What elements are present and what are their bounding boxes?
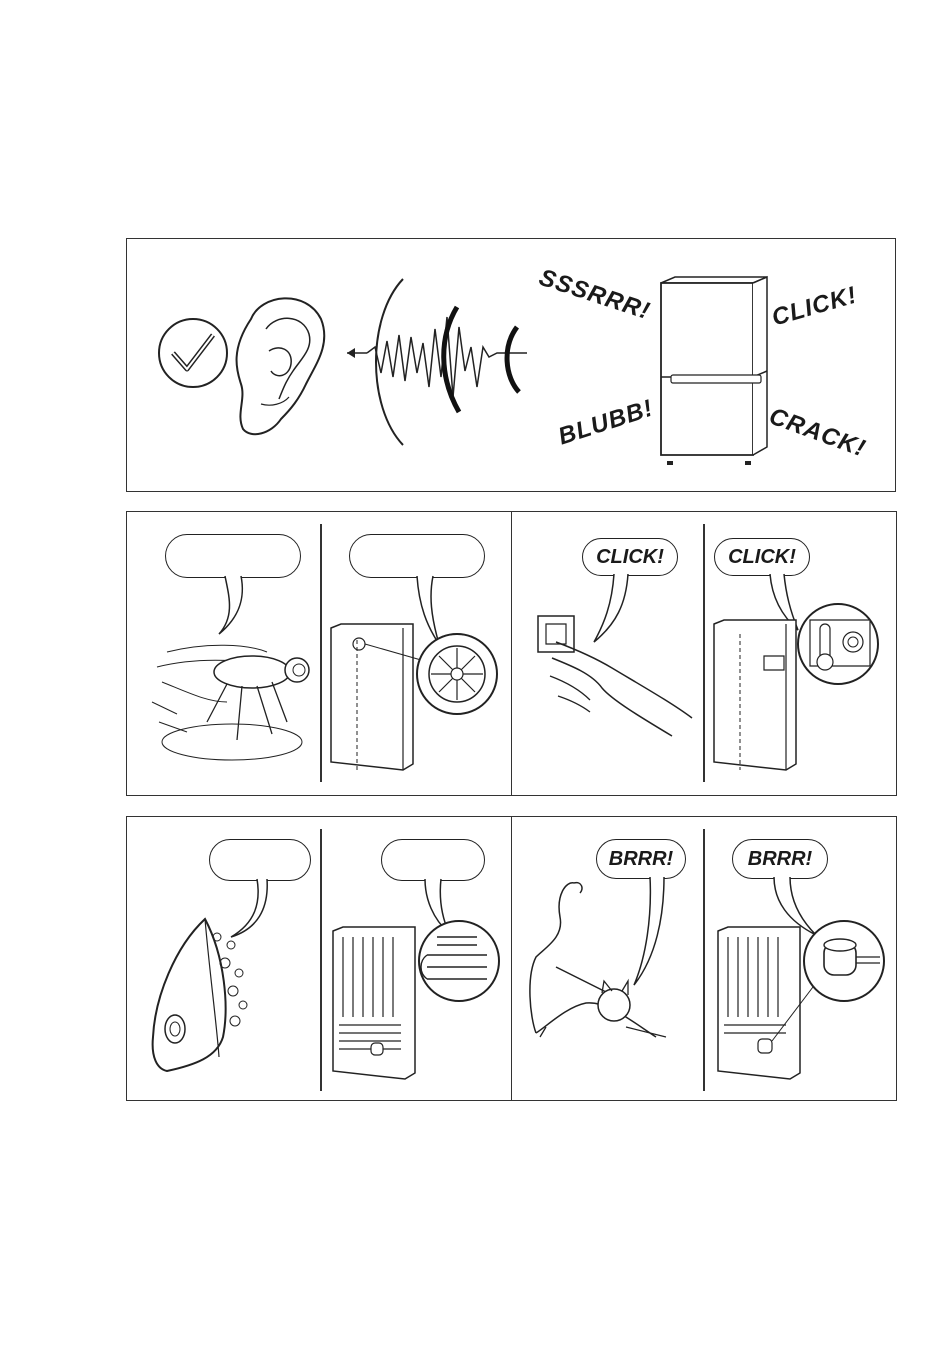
cat-speech-bubble: BRRR! — [596, 839, 686, 879]
click-sound-text: CLICK! — [769, 282, 861, 333]
row2-right-panel: CLICK! CLICK! — [511, 511, 897, 796]
fridge-icon — [657, 275, 772, 465]
divider — [320, 524, 322, 782]
checkmark-icon — [157, 317, 229, 389]
cat-icon — [526, 877, 676, 1047]
row3-left-panel — [126, 816, 512, 1101]
row3-right-panel: BRRR! BRRR! — [511, 816, 897, 1101]
normal-sounds-panel: SSSRRR! CLICK! BLUBB! CRACK! — [126, 238, 896, 492]
fridge-thermostat-icon — [708, 608, 888, 778]
ear-icon — [231, 289, 331, 444]
crack-sound-text: CRACK! — [765, 403, 869, 464]
sound-wave-icon — [347, 277, 537, 447]
thermostat-speech-bubble: CLICK! — [714, 538, 810, 576]
row2-left-panel — [126, 511, 512, 796]
hiss-sound-text: SSSRRR! — [535, 264, 653, 326]
iron-steam-icon — [145, 907, 265, 1082]
condenser-speech-bubble — [381, 839, 485, 881]
divider — [703, 829, 705, 1091]
fridge-compressor-icon — [712, 917, 892, 1087]
fridge-fan-icon — [327, 620, 507, 780]
divider — [320, 829, 322, 1091]
compressor-speech-bubble: BRRR! — [732, 839, 828, 879]
fan-speech-bubble — [349, 534, 485, 578]
fly-icon — [147, 622, 317, 762]
blubb-sound-text: BLUBB! — [555, 395, 657, 452]
iron-speech-bubble — [209, 839, 311, 881]
fly-speech-bubble — [165, 534, 301, 578]
divider — [703, 524, 705, 782]
fridge-condenser-icon — [327, 917, 507, 1087]
switch-speech-bubble: CLICK! — [582, 538, 678, 576]
hand-switch-icon — [532, 608, 697, 748]
